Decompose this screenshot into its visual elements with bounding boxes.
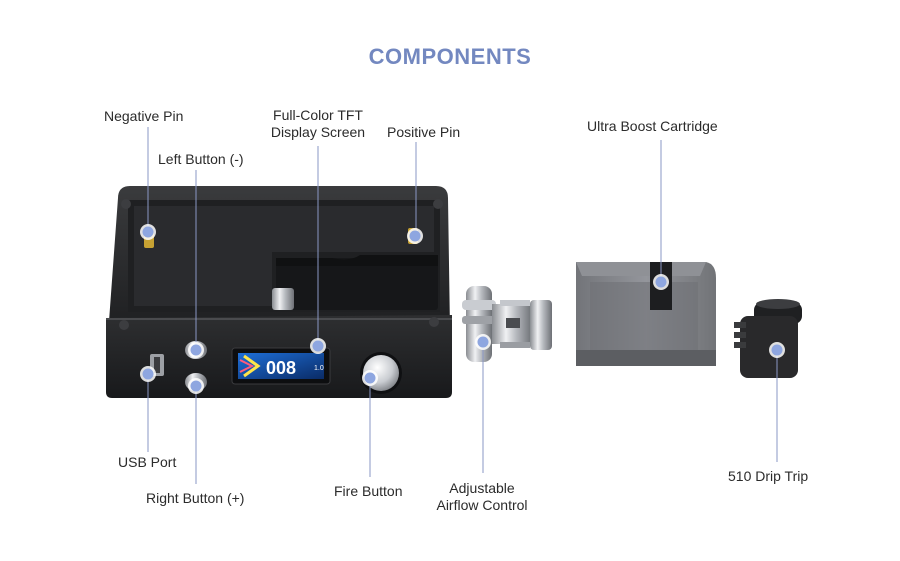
callout-dot-positive-pin [407,228,423,244]
callout-dot-negative-pin [140,224,156,240]
label-drip-tip: 510 Drip Trip [728,468,808,485]
label-display-line1: Full-Color TFT [262,107,374,124]
callout-dot-cartridge [653,274,669,290]
screen-digits: 008 [266,358,296,378]
label-display: Full-Color TFT Display Screen [262,107,374,141]
callout-dot-airflow [475,334,491,350]
label-positive-pin: Positive Pin [387,124,460,141]
label-fire-button: Fire Button [334,483,402,500]
label-cartridge: Ultra Boost Cartridge [587,118,718,135]
airflow-coil [462,286,552,362]
callout-dot-display [310,338,326,354]
label-negative-pin: Negative Pin [104,108,183,125]
drip-tip-shape [734,299,802,378]
label-airflow-line2: Airflow Control [424,497,540,514]
label-display-line2: Display Screen [262,124,374,141]
callout-dot-right-button [188,378,204,394]
screen-small-value: 1.0 [314,365,324,372]
device-body: 008 1.0 [106,186,452,398]
label-airflow: Adjustable Airflow Control [424,480,540,514]
callout-dot-drip-tip [769,342,785,358]
cartridge-shape [576,262,716,366]
callout-dot-left-button [188,342,204,358]
label-left-button: Left Button (-) [158,151,244,168]
callout-dot-usb-port [140,366,156,382]
label-usb-port: USB Port [118,454,176,471]
label-airflow-line1: Adjustable [424,480,540,497]
callout-dot-fire-button [362,370,378,386]
label-right-button: Right Button (+) [146,490,244,507]
